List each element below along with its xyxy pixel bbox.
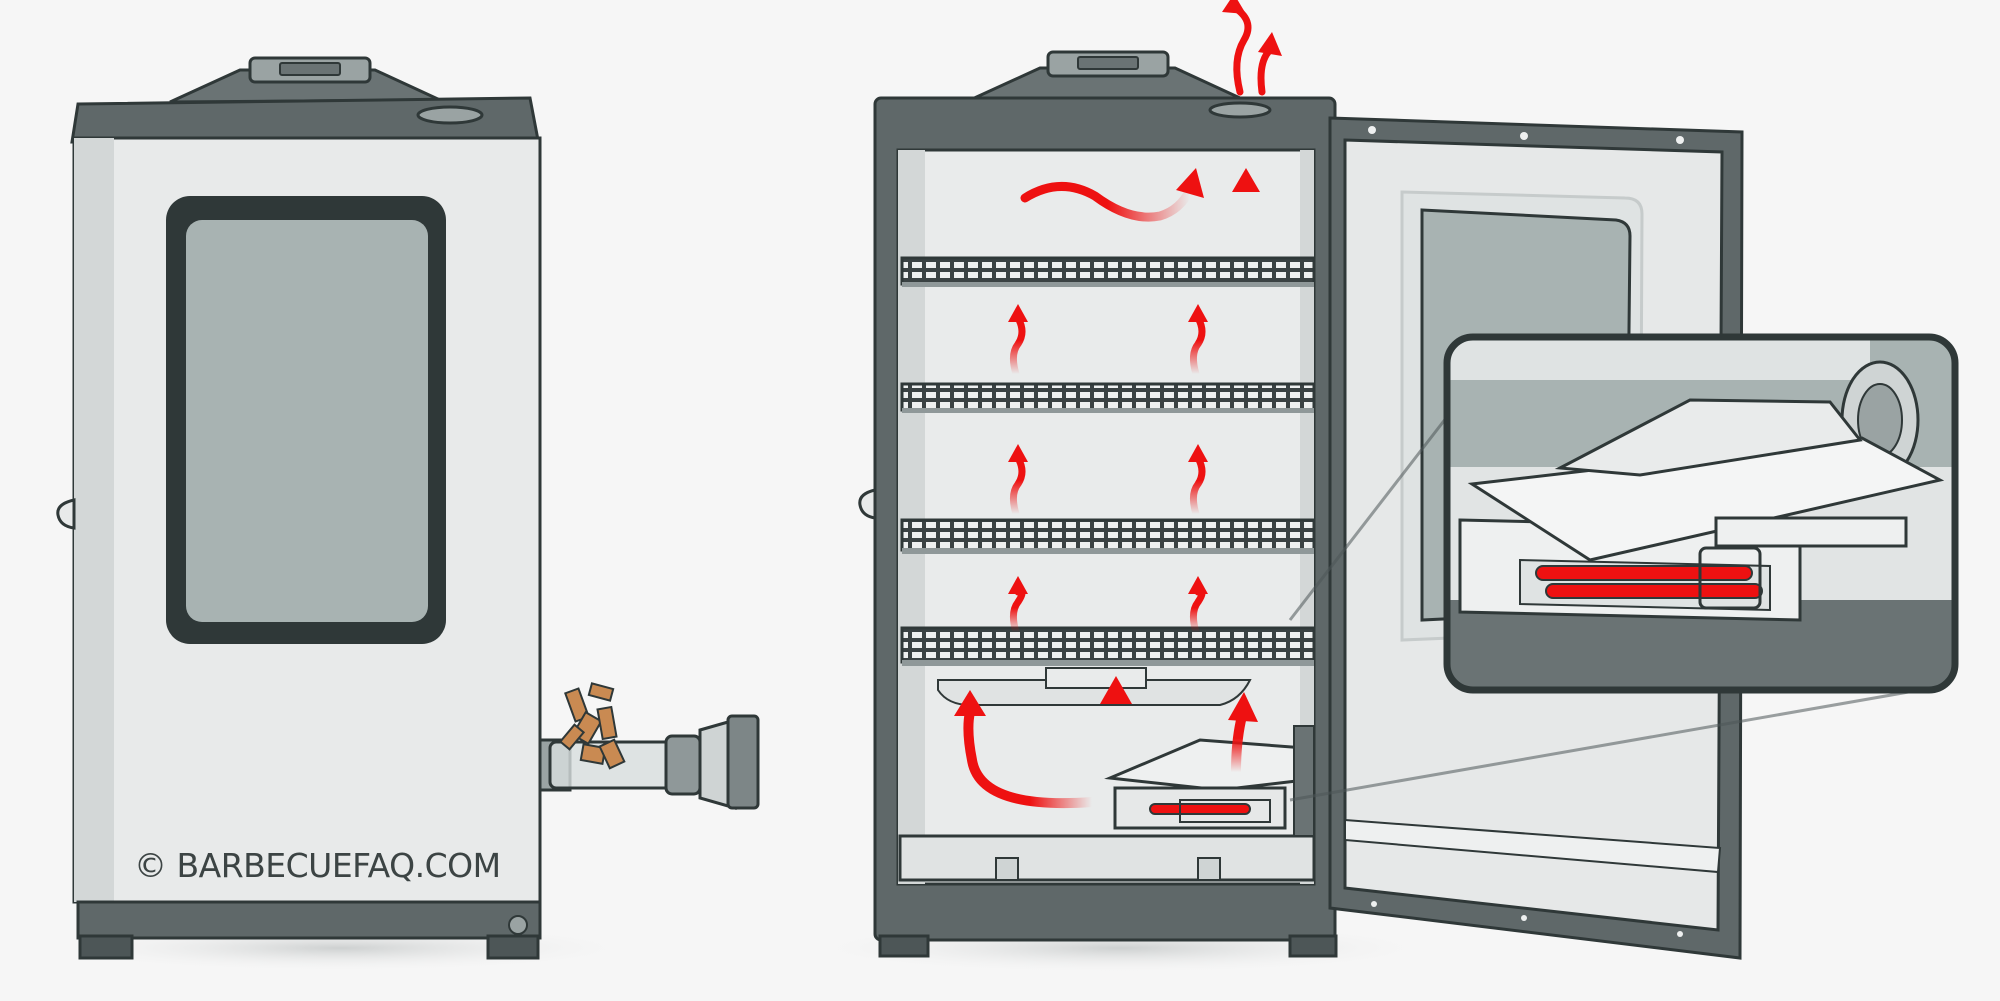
vent-arrow-top: [1232, 168, 1260, 259]
rack-2: [900, 382, 1316, 413]
loader-handle: [726, 714, 760, 810]
rising-arrow-row3-left: [1008, 576, 1028, 636]
door-hinge: [56, 498, 76, 530]
magnifier-border: [1443, 333, 1959, 694]
bottom-arrow-right: [1228, 692, 1258, 777]
foot-left-open: [878, 934, 930, 958]
magnified-view: [1443, 333, 1959, 694]
rack-1: [900, 256, 1316, 287]
cooking-racks: [900, 256, 1316, 666]
bottom-arrow-curve: [954, 690, 1097, 809]
bottom-arrow-center: [1100, 676, 1132, 765]
base-trim: [76, 900, 542, 940]
foot-right-open: [1288, 934, 1338, 958]
zoom-line-bottom: [1289, 688, 1921, 802]
wood-chips: [558, 682, 626, 770]
exhaust-arrow-1: [1222, 0, 1252, 96]
window-glass: [186, 220, 428, 622]
drain-plug: [508, 915, 528, 935]
exhaust-arrow-2: [1257, 32, 1282, 96]
tray-clip-left: [995, 857, 1019, 881]
pan-bracket: [1045, 667, 1147, 689]
foot-right: [486, 934, 540, 960]
rack-3: [900, 518, 1316, 554]
smoker-body-closed: [40, 56, 640, 972]
display-screen-open: [1077, 56, 1139, 70]
cabinet-side-shade: [74, 138, 114, 902]
display-screen: [279, 62, 341, 76]
heat-flow-arrows: [954, 0, 1282, 809]
vent-cap-open: [1208, 101, 1272, 119]
cabinet-hinge: [858, 488, 877, 520]
rising-arrow-row2-left: [1008, 444, 1028, 518]
circulation-arrow-top: [1020, 168, 1204, 222]
wood-chip-loader: [538, 682, 760, 810]
rising-arrow-row3-right: [1188, 576, 1208, 636]
copyright-watermark: © BARBECUEFAQ.COM: [134, 846, 501, 885]
rising-arrow-row1-left: [1008, 304, 1028, 378]
loader-collar: [664, 734, 702, 796]
vent-cap: [416, 105, 484, 125]
zoom-line-top: [1288, 399, 1462, 621]
rising-arrow-row1-right: [1188, 304, 1208, 378]
heating-element: [1104, 725, 1315, 837]
rising-arrow-row2-right: [1188, 444, 1208, 518]
water-pan: [937, 679, 1252, 706]
tray-clip-right: [1197, 857, 1221, 881]
interior-side-shade-right: [1300, 150, 1314, 884]
drip-tray: [898, 834, 1316, 882]
interior-side-shade: [898, 150, 925, 884]
foot-left: [78, 934, 134, 960]
rack-4: [900, 626, 1316, 666]
